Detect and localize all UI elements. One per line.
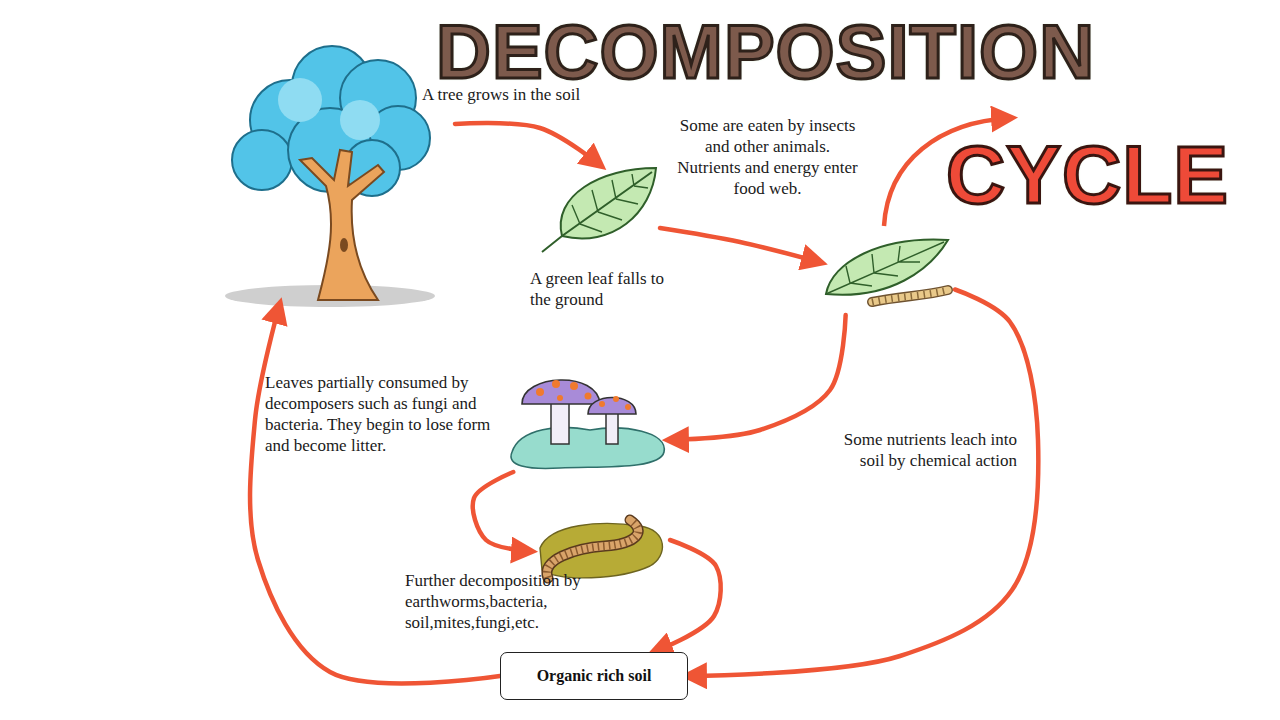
eaten-leaf-stage: Some are eaten by insects and other anim… (820, 230, 955, 315)
title-word: CYCLE (946, 128, 1229, 222)
leaf-illustration-part (572, 174, 648, 232)
fungi-illustration-part (606, 410, 618, 444)
eaten-leaf-illustration-part (826, 242, 944, 294)
stage-caption: Further decomposition by earthworms,bact… (405, 570, 595, 633)
fungi-illustration-part (536, 388, 544, 396)
leaf-illustration-part (542, 172, 652, 252)
tree-illustration-part (340, 238, 348, 252)
fungi-illustration-part (551, 398, 569, 444)
tree-illustration-part (232, 130, 292, 190)
fungi-stage: Leaves partially consumed by decomposers… (505, 372, 670, 472)
fungi-illustration-part (570, 382, 578, 390)
stage-caption: Some are eaten by insects and other anim… (675, 115, 860, 199)
earthworm-stage: Further decomposition by earthworms,bact… (530, 510, 670, 585)
fungi-illustration (511, 380, 664, 469)
diagram-title: DECOMPOSITION (436, 8, 1095, 95)
fungi-illustration-part (557, 395, 563, 401)
eaten-leaf-illustration-part (872, 290, 948, 302)
fungi-illustration-part (625, 404, 631, 410)
earthworm-illustration-part (547, 520, 638, 578)
fungi-illustration-part (613, 396, 619, 402)
soil-box: Organic rich soil (500, 652, 688, 700)
fungi-illustration-part (522, 380, 600, 404)
eaten-leaf-illustration (826, 240, 948, 302)
cycle-arrow (688, 290, 1038, 677)
tree-illustration-part (300, 150, 384, 300)
earthworm-illustration (540, 520, 662, 578)
fungi-illustration-part (599, 401, 605, 407)
fungi-illustration-part (552, 380, 560, 388)
box-label: Organic rich soil (537, 667, 652, 685)
stage-caption: A green leaf falls to the ground (530, 268, 670, 310)
cycle-arrow (473, 472, 530, 551)
earthworm-illustration-part (547, 520, 638, 578)
leaf-illustration (542, 168, 656, 252)
stage-caption: Leaves partially consumed by decomposers… (265, 372, 501, 456)
edge-label: Some nutrients leach into soil by chemic… (818, 428, 1020, 472)
cycle-arrow (670, 315, 846, 440)
eaten-leaf-illustration-part (872, 290, 948, 302)
cycle-arrow (654, 540, 721, 652)
fungi-illustration-part (585, 393, 592, 400)
leaf-stage: A green leaf falls to the ground (535, 165, 660, 255)
fungi-illustration-part (588, 398, 636, 415)
cycle-arrow (660, 228, 820, 262)
tree-stage: A tree grows in the soil (230, 50, 455, 305)
earthworm-illustration-part (547, 520, 638, 578)
fungi-illustration-part (511, 428, 664, 469)
cycle-arrow (455, 123, 600, 165)
eaten-leaf-illustration-part (826, 240, 948, 295)
tree-illustration (225, 46, 435, 307)
tree-illustration-part (278, 78, 322, 122)
eaten-leaf-illustration-part (872, 290, 948, 302)
tree-illustration-part (340, 100, 380, 140)
